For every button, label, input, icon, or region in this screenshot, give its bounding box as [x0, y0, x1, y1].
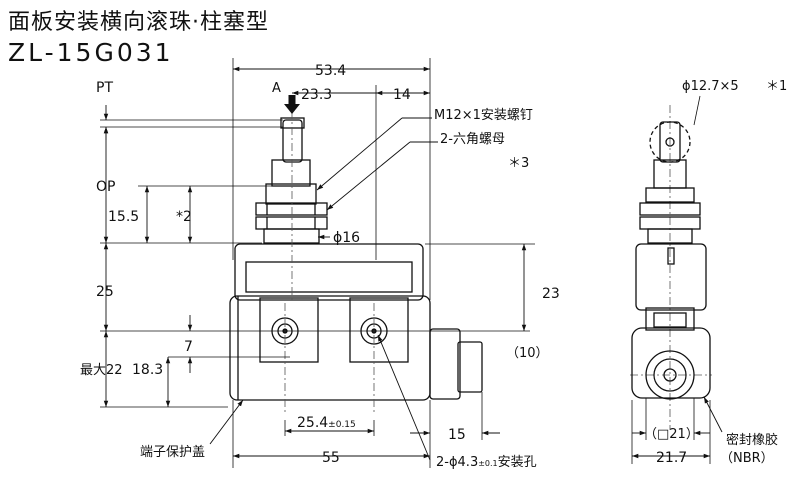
dim-roller: ϕ12.7×5 — [682, 79, 739, 94]
leader-lines — [209, 117, 723, 461]
dim-body-upper: 25 — [96, 284, 114, 300]
upper-housing — [234, 243, 424, 301]
left-boss — [259, 297, 319, 363]
side-view — [631, 121, 711, 400]
dim-body-right: 23 — [542, 286, 560, 302]
callout-terminal-cover: 端子保护盖 — [140, 445, 205, 460]
label-view-a: A — [272, 81, 281, 96]
dim-right-ten: （10） — [506, 346, 549, 361]
view-arrow — [284, 95, 300, 114]
side-nut-upper — [639, 202, 701, 216]
dim-side-width: 21.7 — [656, 450, 687, 466]
dim-cover-width: 15 — [448, 427, 466, 443]
dim-hole-pitch-group: 25.4±0.15 — [297, 415, 356, 431]
callout-mount-hole-group: 2-ϕ4.3±0.1安装孔 — [436, 455, 537, 470]
callout-seal-material: （NBR） — [720, 451, 774, 466]
label-max: 最大22 — [80, 363, 123, 378]
plunger-collar — [265, 183, 317, 205]
label-op: OP — [96, 179, 115, 195]
label-pt: PT — [96, 80, 113, 96]
callout-screw: M12×1安装螺钉 — [434, 108, 533, 123]
side-body — [631, 327, 711, 399]
callout-mount-hole-suffix: 安装孔 — [498, 455, 537, 470]
threaded-neck — [263, 228, 320, 244]
dim-mid-height: 18.3 — [132, 362, 163, 378]
dim-right-offset: 14 — [393, 87, 411, 103]
front-view — [229, 117, 483, 401]
roller-head — [282, 119, 303, 163]
dim-base-width: 55 — [322, 450, 340, 466]
side-dimension-lines — [632, 430, 710, 459]
center-lines — [284, 95, 712, 430]
callout-mount-hole-tol: ±0.1 — [478, 459, 497, 468]
callout-texts: M12×1安装螺钉 2-六角螺母 ＊3 端子保护盖 2-ϕ4.3±0.1安装孔 … — [140, 108, 778, 470]
cable-gland — [457, 341, 483, 393]
dim-side-square: （□21） — [644, 427, 699, 442]
dimension-texts: 53.4 23.3 14 PT A OP 15.5 *2 ϕ16 25 23 7… — [80, 63, 787, 466]
housing-window — [245, 261, 413, 293]
note-2: *2 — [176, 209, 192, 225]
roller-outline — [649, 121, 691, 163]
dim-overall-width: 53.4 — [315, 63, 346, 79]
seal-rubber — [645, 350, 695, 400]
product-title: 面板安装横向滚珠·柱塞型 — [8, 10, 269, 35]
dim-hole-pitch-tol: ±0.15 — [328, 420, 356, 430]
plunger — [271, 159, 311, 187]
callout-nut-note: ＊3 — [508, 156, 529, 171]
roller-cap — [280, 117, 305, 129]
dimension-lines — [103, 66, 527, 459]
side-upper-housing — [635, 243, 707, 311]
callout-nut: 2-六角螺母 — [440, 132, 505, 147]
dim-hole-pitch: 25.4 — [297, 415, 328, 431]
roller-note: ＊1 — [766, 79, 787, 94]
side-extension-lines — [631, 95, 711, 464]
dim-plunger-offset: 23.3 — [301, 87, 332, 103]
right-boss — [349, 297, 409, 363]
callout-mount-hole-prefix: 2-ϕ4.3 — [436, 455, 478, 470]
callout-seal-rubber: 密封橡胶 — [726, 432, 778, 448]
model-number: ZL-15G031 — [8, 38, 174, 67]
dim-op-value: 15.5 — [108, 209, 139, 225]
extension-lines — [100, 58, 535, 468]
dim-hole-height: 7 — [184, 339, 193, 355]
dim-thread-dia: ϕ16 — [333, 230, 360, 246]
terminal-cover — [429, 328, 461, 400]
